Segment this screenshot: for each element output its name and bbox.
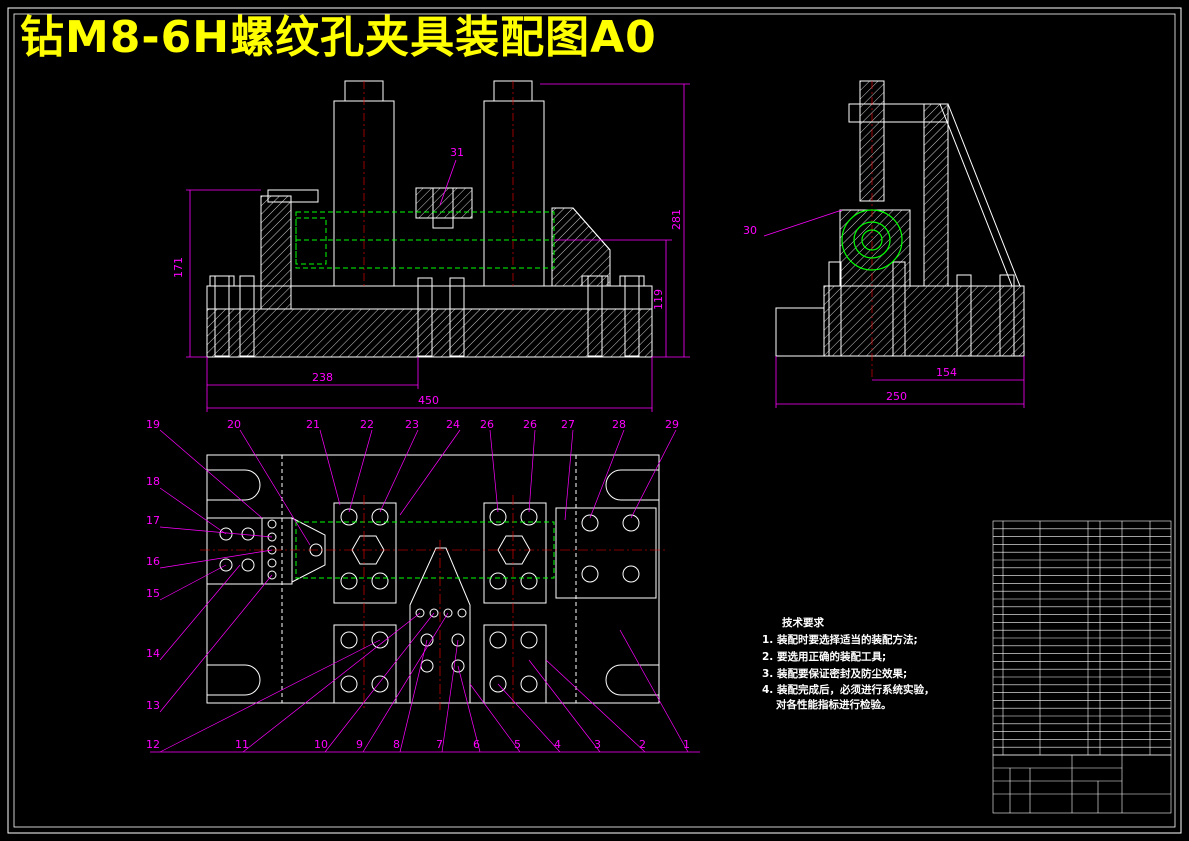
front-view xyxy=(206,80,653,358)
balloon-9: 9 xyxy=(356,738,363,751)
front-dimensions xyxy=(186,83,690,412)
tech-item-3: 3. 装配要保证密封及防尘效果; xyxy=(762,667,907,680)
dim-171: 171 xyxy=(172,257,185,278)
balloon-30: 30 xyxy=(743,224,757,237)
title-block xyxy=(992,754,1172,814)
side-view xyxy=(775,80,1025,380)
balloon-23: 23 xyxy=(405,418,419,431)
balloon-26b: 26 xyxy=(523,418,537,431)
tech-heading: 技术要求 xyxy=(782,616,824,629)
balloon-labels: 20 21 22 23 24 26 26 27 28 29 19 18 17 1… xyxy=(146,418,690,751)
balloon-29: 29 xyxy=(665,418,679,431)
top-leaders xyxy=(150,429,700,753)
balloon-12: 12 xyxy=(146,738,160,751)
side-dimensions xyxy=(763,209,1025,408)
top-centerlines xyxy=(200,495,665,710)
balloon-20: 20 xyxy=(227,418,241,431)
balloon-2: 2 xyxy=(639,738,646,751)
balloon-11: 11 xyxy=(235,738,249,751)
tech-item-2: 2. 要选用正确的装配工具; xyxy=(762,650,886,663)
balloon-17: 17 xyxy=(146,514,160,527)
balloon-21: 21 xyxy=(306,418,320,431)
dim-450: 450 xyxy=(418,394,439,407)
dim-250: 250 xyxy=(886,390,907,403)
balloon-5: 5 xyxy=(514,738,521,751)
dim-154: 154 xyxy=(936,366,957,379)
balloon-19a: 19 xyxy=(146,418,160,431)
dim-281: 281 xyxy=(670,209,683,230)
balloon-24: 24 xyxy=(446,418,460,431)
inner-frame xyxy=(13,13,1176,828)
balloon-4: 4 xyxy=(554,738,561,751)
workpiece-front xyxy=(295,211,555,269)
balloon-10: 10 xyxy=(314,738,328,751)
balloon-3: 3 xyxy=(594,738,601,751)
balloon-18: 18 xyxy=(146,475,160,488)
balloon-14: 14 xyxy=(146,647,160,660)
tech-item-5: 对各性能指标进行检验。 xyxy=(776,698,892,711)
balloon-31: 31 xyxy=(450,146,464,159)
dim-119: 119 xyxy=(652,289,665,310)
balloon-8: 8 xyxy=(393,738,400,751)
balloon-15: 15 xyxy=(146,587,160,600)
workpiece-side xyxy=(841,209,903,271)
tech-item-4: 4. 装配完成后，必须进行系统实验， xyxy=(762,683,934,696)
outer-frame xyxy=(7,7,1182,834)
balloon-28: 28 xyxy=(612,418,626,431)
balloon-26a: 26 xyxy=(480,418,494,431)
balloon-22: 22 xyxy=(360,418,374,431)
balloon-13: 13 xyxy=(146,699,160,712)
balloon-16: 16 xyxy=(146,555,160,568)
balloon-6: 6 xyxy=(473,738,480,751)
balloon-7: 7 xyxy=(436,738,443,751)
tech-requirements: 技术要求 1. 装配时要选择适当的装配方法; 2. 要选用正确的装配工具; 3.… xyxy=(762,616,934,711)
top-view xyxy=(206,454,660,704)
drawing-title: 钻M8-6H螺纹孔夹具装配图A0 xyxy=(20,12,657,63)
balloon-1: 1 xyxy=(683,738,690,751)
tech-item-1: 1. 装配时要选择适当的装配方法; xyxy=(762,633,918,646)
dim-238: 238 xyxy=(312,371,333,384)
balloon-27: 27 xyxy=(561,418,575,431)
parts-list-table xyxy=(992,520,1172,756)
